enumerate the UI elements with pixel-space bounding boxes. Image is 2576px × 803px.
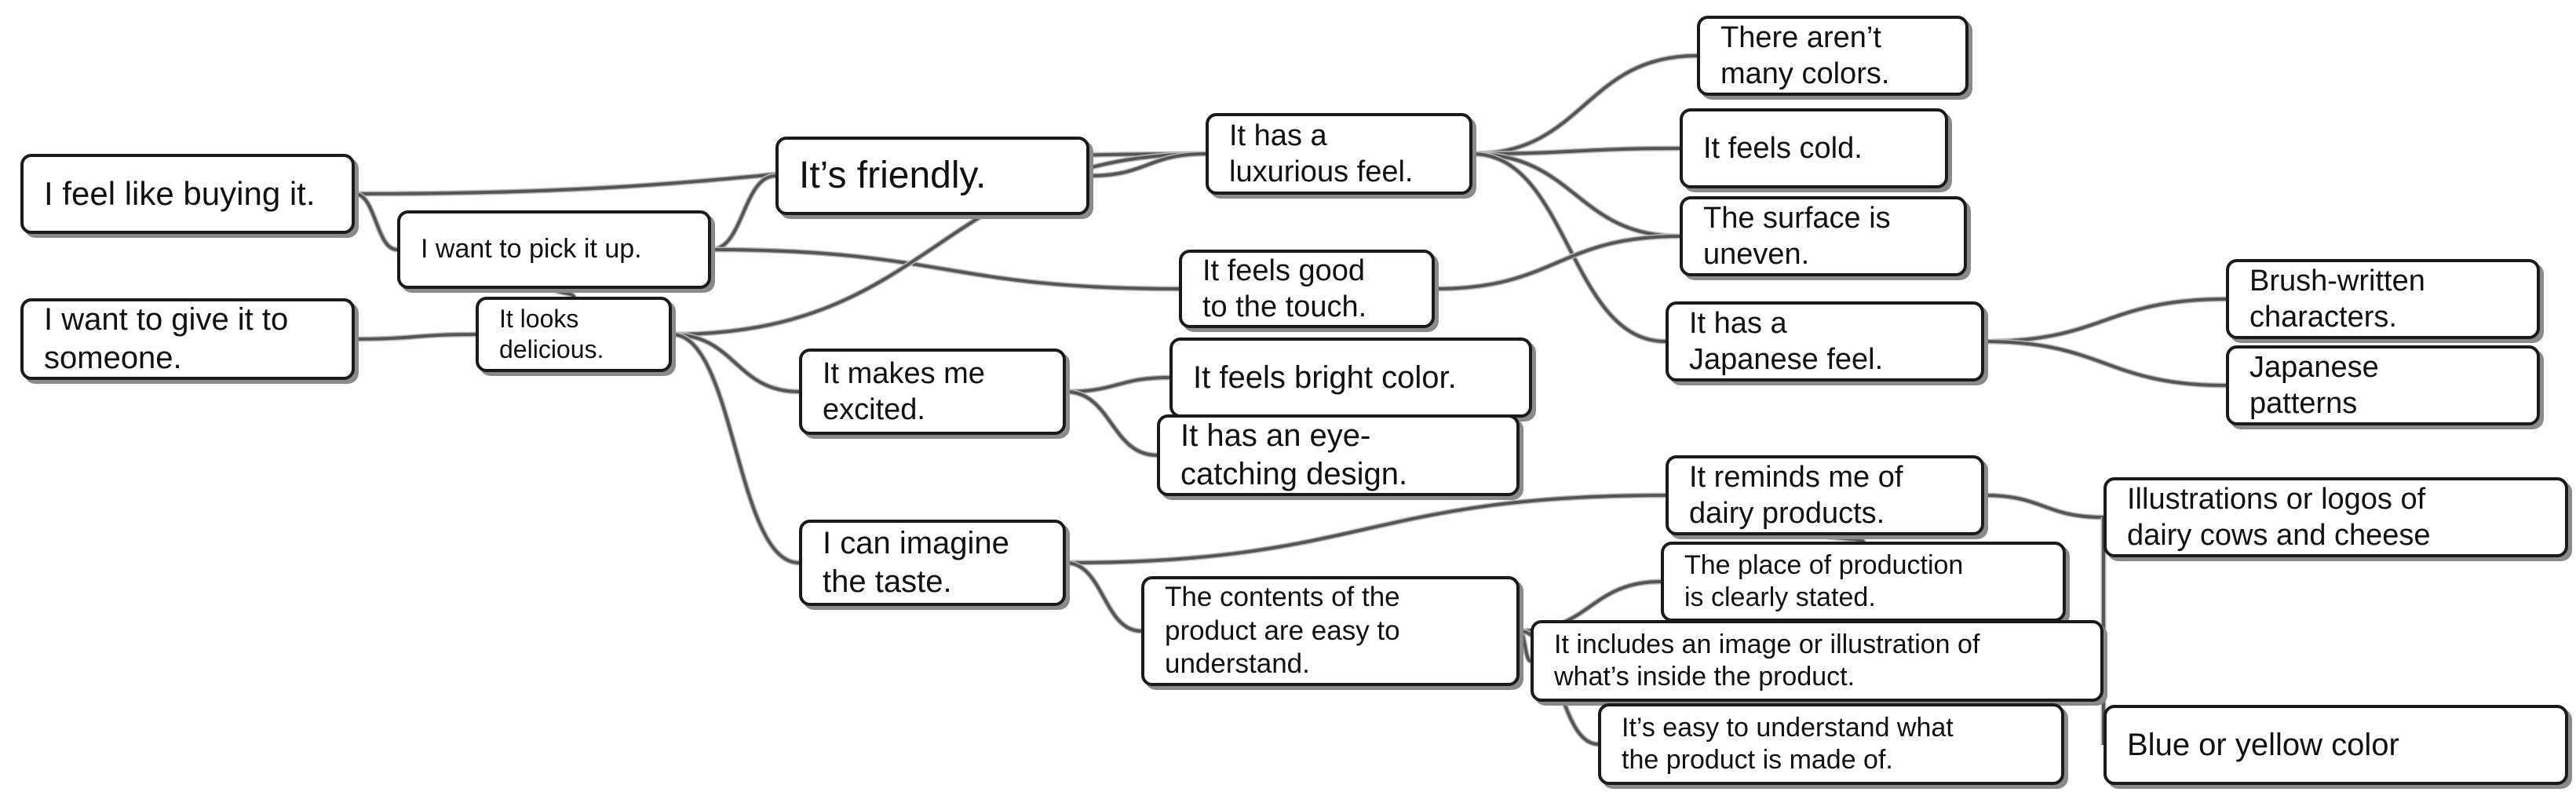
connector-japanese-patterns — [1983, 340, 2227, 387]
node-few-colors: There aren’t many colors. — [1697, 16, 1968, 96]
connector-luxurious-cold — [1472, 147, 1680, 155]
node-contents: The contents of the product are easy to … — [1141, 576, 1520, 686]
connector-friendly-luxurious — [1089, 152, 1206, 177]
connector-dairy-cows — [1983, 494, 2104, 519]
connector-pick-friendly — [710, 174, 776, 251]
connector-give-delicious — [354, 333, 476, 341]
connector-taste-contents — [1065, 561, 1142, 633]
node-japanese-feel: It has a Japanese feel. — [1666, 301, 1984, 381]
connector-pick-delicious — [553, 287, 575, 298]
node-pick-up: I want to pick it up. — [397, 210, 711, 289]
node-cold: It feels cold. — [1680, 108, 1948, 188]
connector-excited-eyecatch — [1065, 390, 1158, 457]
connector-taste-dairy — [1065, 494, 1666, 564]
node-blue-yellow: Blue or yellow color — [2103, 705, 2568, 785]
node-brush-written: Brush-written characters. — [2226, 259, 2540, 339]
connector-luxurious-colors — [1472, 54, 1698, 155]
connector-buying-pick — [354, 192, 398, 251]
node-japanese-patterns: Japanese patterns — [2226, 345, 2540, 425]
connector-excited-bright — [1065, 376, 1170, 393]
node-made-of: It’s easy to understand what the product… — [1598, 703, 2064, 785]
node-touch: It feels good to the touch. — [1179, 250, 1435, 328]
node-give: I want to give it to someone. — [20, 298, 355, 380]
node-excited: It makes me excited. — [799, 349, 1066, 435]
node-place-of-production: The place of production is clearly state… — [1661, 542, 2066, 622]
node-delicious: It looks delicious. — [476, 297, 672, 372]
connector-dairy-place — [1823, 534, 1865, 543]
node-bright-color: It feels bright color. — [1169, 338, 1532, 418]
node-image-illustration: It includes an image or illustration of … — [1531, 620, 2103, 702]
node-uneven: The surface is uneven. — [1680, 196, 1967, 276]
connector-japanese-brush — [1983, 297, 2227, 343]
node-friendly: It’s friendly. — [775, 137, 1089, 215]
connector-delicious-taste — [671, 333, 800, 564]
node-dairy: It reminds me of dairy products. — [1666, 455, 1984, 535]
node-luxurious: It has a luxurious feel. — [1206, 113, 1472, 195]
connector-luxurious-japanese — [1472, 152, 1666, 343]
connector-delicious-luxurious — [671, 152, 1206, 336]
node-dairy-cows: Illustrations or logos of dairy cows and… — [2103, 477, 2568, 557]
connector-delicious-excited — [671, 333, 800, 393]
node-taste: I can imagine the taste. — [799, 520, 1066, 606]
connector-touch-uneven — [1434, 235, 1680, 290]
node-eye-catching: It has an eye- catching design. — [1157, 414, 1520, 496]
connector-luxurious-uneven — [1472, 152, 1680, 238]
node-buying: I feel like buying it. — [20, 154, 355, 234]
connector-pick-touch — [710, 248, 1180, 290]
